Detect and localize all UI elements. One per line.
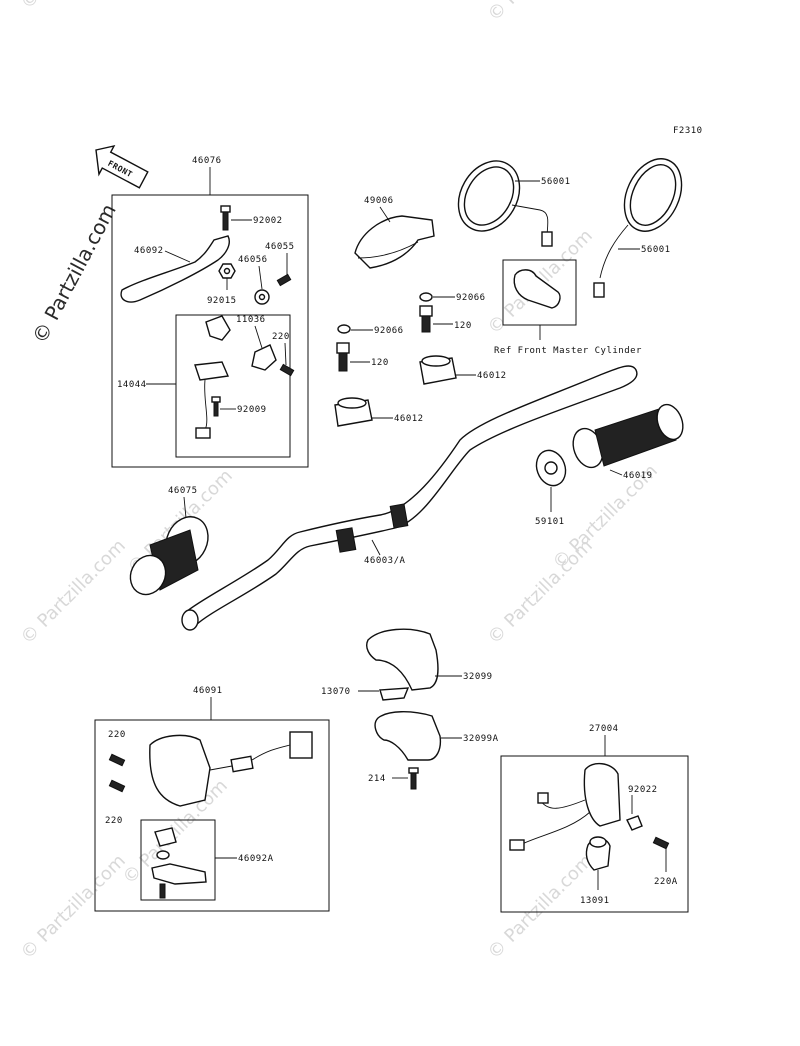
watermark: © Partzilla.com (17, 535, 130, 648)
screw-220-a[interactable] (108, 753, 126, 767)
left-switch-assembly: 46091 220 220 46092A (94, 686, 330, 912)
throttle-case: 32099 13070 32099A 214 (321, 628, 499, 790)
screw-214[interactable] (408, 767, 419, 790)
group-box-ref (502, 259, 577, 326)
screw-46055[interactable] (276, 273, 292, 287)
switch-46091[interactable] (149, 731, 313, 807)
callout-11036: 11036 (236, 315, 266, 325)
group-box-46092a (140, 819, 216, 901)
lever-46092[interactable] (120, 235, 230, 303)
callout-56001-right: 56001 (641, 245, 671, 255)
group-box-27004 (500, 755, 689, 913)
callout-13070: 13070 (321, 687, 351, 697)
bracket-11036[interactable] (251, 344, 277, 371)
callout-220-upper: 220 (272, 332, 290, 342)
screw-92009[interactable] (211, 396, 221, 417)
callout-46091: 46091 (193, 686, 223, 696)
callout-59101: 59101 (535, 517, 565, 527)
handlebar-holders: 92066 120 92066 120 46012 46012 (334, 292, 507, 427)
group-box-14044 (175, 314, 291, 458)
switch-14044[interactable] (194, 315, 231, 439)
watermark: © Partzilla.com (17, 0, 130, 14)
callout-120-lower: 120 (371, 358, 389, 368)
bolt-92002[interactable] (220, 205, 231, 231)
mirror-56001-right[interactable] (593, 150, 693, 298)
group-box-46091 (94, 719, 330, 912)
collar-59101[interactable] (532, 446, 571, 489)
screw-220-b[interactable] (108, 779, 126, 793)
washer-92066-upper[interactable] (419, 292, 433, 302)
callout-214: 214 (368, 774, 386, 784)
group-box-46076 (111, 194, 309, 468)
nut-92015[interactable] (218, 263, 236, 279)
holder-46012-upper[interactable] (419, 355, 457, 385)
clamp-92022[interactable] (626, 815, 643, 831)
callout-92015: 92015 (207, 296, 237, 306)
callout-92009: 92009 (237, 405, 267, 415)
callout-220-a: 220 (108, 730, 126, 740)
callout-92002: 92002 (253, 216, 283, 226)
handlebar-46003[interactable] (181, 365, 638, 631)
callout-46076: 46076 (192, 156, 222, 166)
callout-46012-upper: 46012 (477, 371, 507, 381)
master-cylinder-clamp (513, 269, 561, 309)
callout-46019: 46019 (623, 471, 653, 481)
reference-note: Ref Front Master Cylinder (494, 346, 642, 356)
lever-cover-49006[interactable] (354, 215, 435, 269)
callout-46056: 46056 (238, 255, 268, 265)
cable-13070[interactable] (379, 687, 410, 701)
callout-13091: 13091 (580, 896, 610, 906)
screw-220a[interactable] (652, 836, 670, 850)
watermark-vertical: © Partzilla.com (27, 200, 121, 348)
callout-14044: 14044 (117, 380, 147, 390)
holder-46012-lower[interactable] (334, 397, 373, 427)
callout-92066-upper: 92066 (456, 293, 486, 303)
switch-13091[interactable] (585, 836, 611, 871)
mirror-assembly: 49006 56001 56001 Ref Front Master Cylin… (354, 150, 693, 356)
callout-46012-lower: 46012 (394, 414, 424, 424)
callout-220a: 220A (654, 877, 678, 887)
callout-46092a: 46092A (238, 854, 274, 864)
callout-92022: 92022 (628, 785, 658, 795)
mirror-56001-left[interactable] (446, 150, 553, 247)
callout-46092: 46092 (134, 246, 164, 256)
switch-27004[interactable] (509, 763, 621, 851)
clutch-lever-assembly: 46076 92002 46092 46056 46055 92015 (111, 156, 309, 468)
screw-220-upper[interactable] (279, 363, 295, 377)
case-32099a[interactable] (374, 711, 442, 761)
figure-code: F2310 (673, 126, 703, 136)
watermark: © Partzilla.com (484, 0, 597, 26)
callout-56001-left: 56001 (541, 177, 571, 187)
callout-27004: 27004 (589, 724, 619, 734)
callout-92066-lower: 92066 (374, 326, 404, 336)
washer-92066-lower[interactable] (337, 324, 351, 334)
lever-46092a[interactable] (151, 827, 207, 899)
bolt-120-upper[interactable] (419, 305, 433, 333)
front-arrow-icon: FRONT (95, 144, 149, 189)
bolt-120-lower[interactable] (336, 342, 350, 372)
right-switch-assembly: 27004 92022 220A 13091 (500, 724, 689, 913)
throttle-grip-46019[interactable] (568, 401, 687, 472)
watermark: © Partzilla.com (17, 850, 130, 963)
callout-46075: 46075 (168, 486, 198, 496)
callout-32099: 32099 (463, 672, 493, 682)
callout-49006: 49006 (364, 196, 394, 206)
callout-32099a: 32099A (463, 734, 499, 744)
grip-46075[interactable] (124, 510, 216, 600)
callout-46003: 46003/A (364, 556, 406, 566)
callout-46055: 46055 (265, 242, 295, 252)
callout-120-upper: 120 (454, 321, 472, 331)
callout-220-b: 220 (105, 816, 123, 826)
case-32099[interactable] (366, 628, 439, 691)
